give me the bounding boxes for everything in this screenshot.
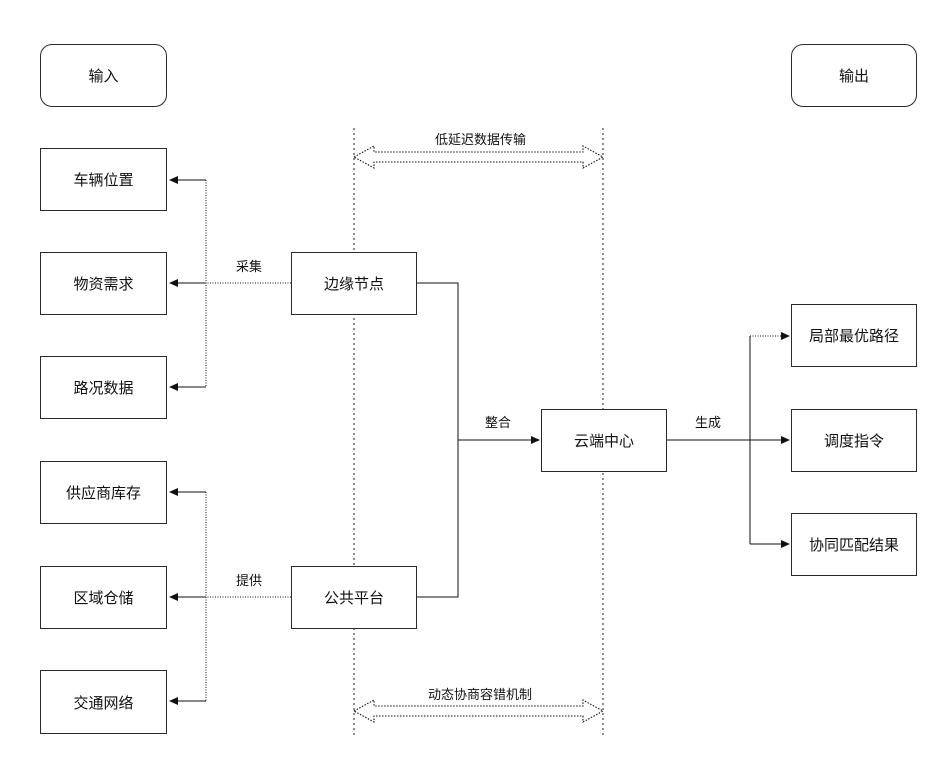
label-fault-tolerance: 动态协商容错机制 [426, 688, 534, 704]
input-traffic-network-text: 交通网络 [73, 692, 133, 713]
header-output: 输出 [791, 44, 917, 107]
label-integrate: 整合 [483, 416, 513, 432]
input-material-demand-text: 物资需求 [73, 273, 133, 294]
input-road-data: 路况数据 [40, 356, 167, 419]
edge-node: 边缘节点 [291, 252, 417, 315]
input-traffic-network: 交通网络 [40, 670, 167, 734]
header-input-text: 输入 [88, 65, 118, 86]
label-generate: 生成 [693, 416, 723, 432]
input-vehicle-position: 车辆位置 [40, 148, 167, 211]
input-regional-storage-text: 区域仓储 [73, 587, 133, 608]
cloud-center: 云端中心 [541, 409, 667, 472]
input-regional-storage: 区域仓储 [40, 566, 167, 629]
public-platform-text: 公共平台 [324, 587, 384, 608]
input-vehicle-position-text: 车辆位置 [73, 169, 133, 190]
input-supplier-inventory-text: 供应商库存 [66, 482, 141, 503]
output-collab-match-result: 协同匹配结果 [791, 513, 917, 576]
label-collect: 采集 [234, 260, 264, 276]
double-arrow-low-latency [354, 146, 603, 168]
label-provide: 提供 [234, 574, 264, 590]
header-input: 输入 [40, 44, 167, 107]
output-dispatch-instruction-text: 调度指令 [824, 430, 884, 451]
input-material-demand: 物资需求 [40, 252, 167, 315]
header-output-text: 输出 [839, 65, 869, 86]
connector-edge-to-cloud [417, 283, 458, 597]
edge-node-text: 边缘节点 [324, 273, 384, 294]
output-collab-match-result-text: 协同匹配结果 [809, 534, 899, 555]
output-local-optimal-path: 局部最优路径 [791, 304, 917, 367]
input-supplier-inventory: 供应商库存 [40, 461, 167, 524]
cloud-center-text: 云端中心 [574, 430, 634, 451]
output-local-optimal-path-text: 局部最优路径 [809, 325, 899, 346]
public-platform: 公共平台 [291, 566, 417, 629]
output-dispatch-instruction: 调度指令 [791, 409, 917, 472]
label-low-latency: 低延迟数据传输 [433, 133, 528, 149]
input-road-data-text: 路况数据 [73, 377, 133, 398]
